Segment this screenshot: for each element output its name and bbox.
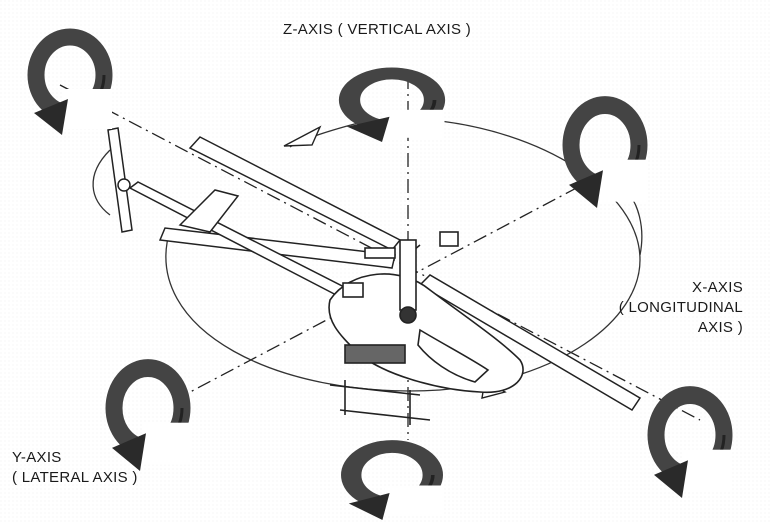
y-axis-line — [174, 164, 621, 401]
helicopter-icon — [328, 231, 524, 425]
y-axis-label: Y-AXIS ( LATERAL AXIS ) — [12, 448, 138, 488]
z-axis-label-text: Z-AXIS ( VERTICAL AXIS ) — [283, 21, 472, 38]
x-axis-label-line3: AXIS ) — [697, 319, 743, 336]
y-axis-label-line2: ( LATERAL AXIS ) — [12, 469, 138, 486]
x-axis-label: X-AXIS ( LONGITUDINAL AXIS ) — [593, 278, 743, 338]
y-axis-label-line1: Y-AXIS — [12, 449, 62, 466]
x-axis-label-line2: ( LONGITUDINAL — [618, 299, 743, 316]
x-axis-line — [59, 84, 701, 421]
x-axis-label-line1: X-AXIS — [692, 279, 743, 296]
main-rotor — [158, 136, 642, 412]
z-axis-label: Z-AXIS ( VERTICAL AXIS ) — [283, 20, 471, 40]
